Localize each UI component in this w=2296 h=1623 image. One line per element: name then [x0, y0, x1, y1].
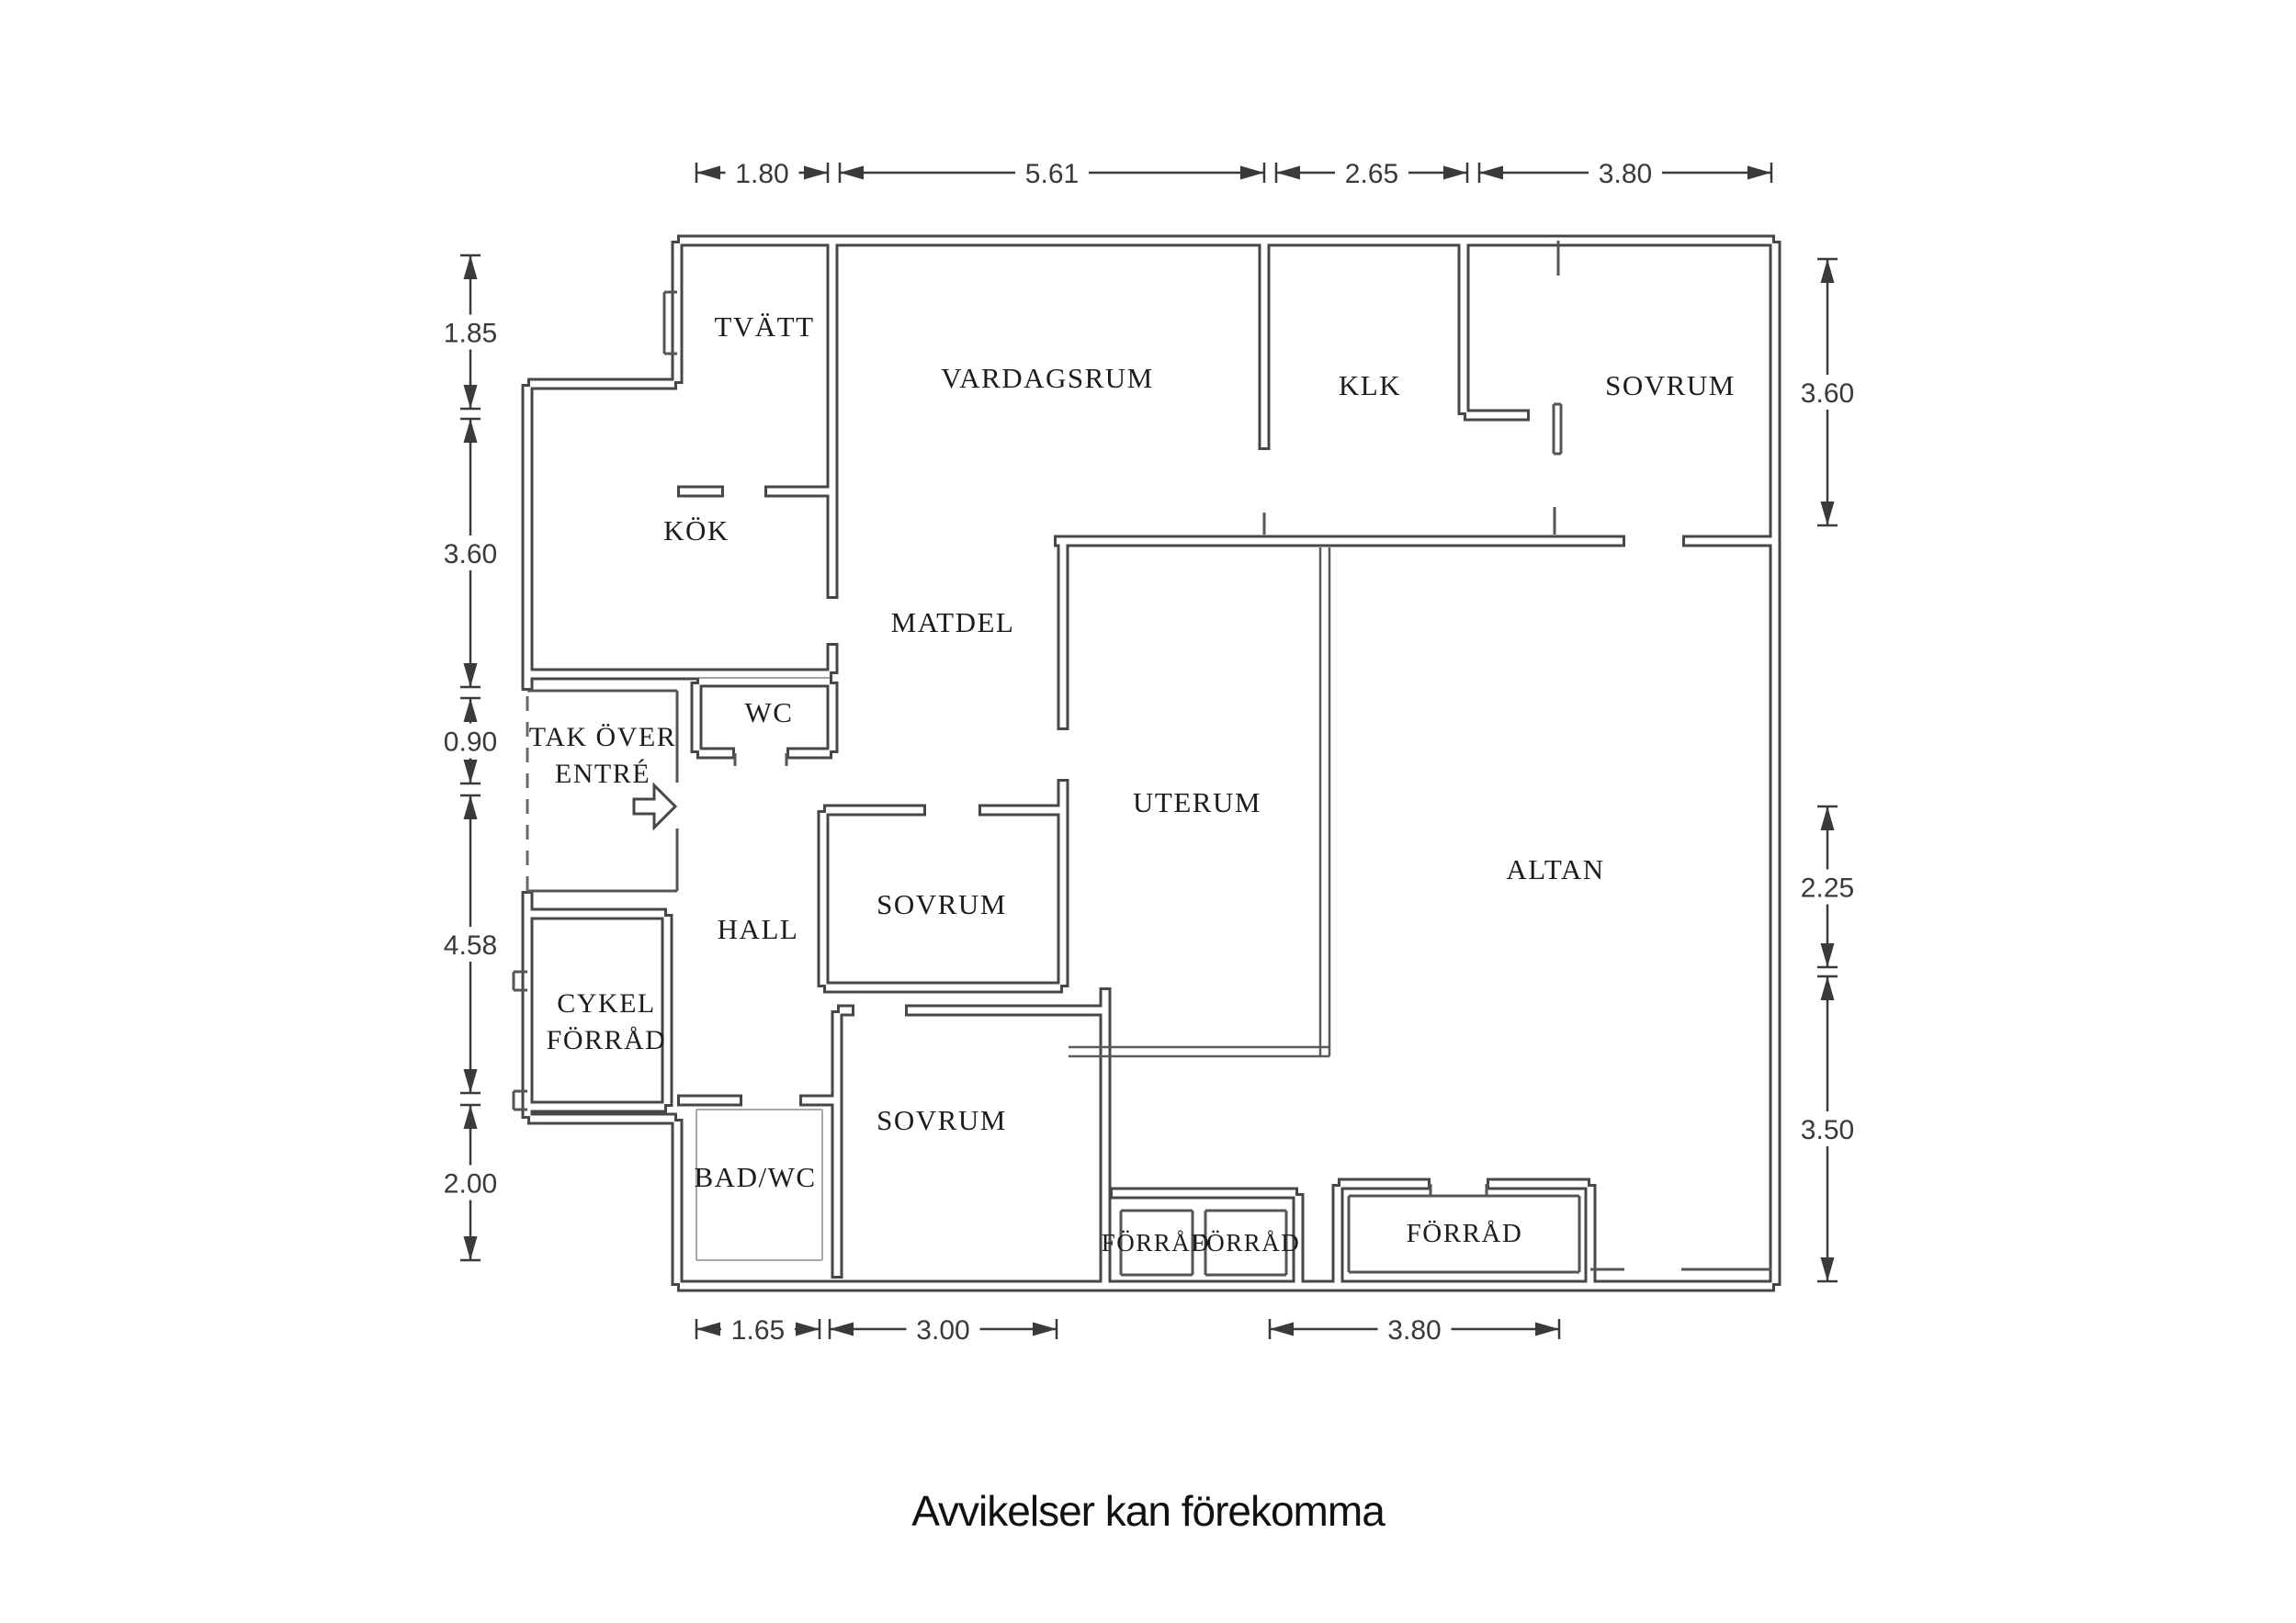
dimension-label: 5.61	[1025, 159, 1079, 189]
room-label-text: CYKEL	[557, 988, 656, 1019]
room-label-forrad-1: FÖRRÅD	[1102, 1229, 1211, 1257]
dimension: 1.85	[434, 254, 507, 411]
room-label-altan: ALTAN	[1506, 853, 1604, 885]
dimension: 3.80	[1268, 1312, 1561, 1347]
room-label-text: VARDAGSRUM	[941, 362, 1154, 394]
room-label-text: KÖK	[663, 514, 730, 547]
dimension: 0.90	[434, 696, 507, 785]
room-label-text: SOVRUM	[1605, 369, 1736, 401]
room-label-sovrum-mid: SOVRUM	[877, 888, 1007, 920]
dimension-label: 2.25	[1801, 873, 1854, 904]
dimension: 3.00	[828, 1312, 1058, 1347]
room-label-sovrum-s: SOVRUM	[877, 1104, 1007, 1136]
dimension-label: 1.80	[735, 159, 788, 189]
dimension-label: 3.50	[1801, 1115, 1854, 1145]
dimension-label: 3.60	[1801, 378, 1854, 409]
room-label-text: HALL	[718, 913, 799, 945]
dimension: 3.60	[1791, 257, 1864, 527]
room-label-text: SOVRUM	[877, 888, 1007, 920]
room-label-klk: KLK	[1339, 369, 1401, 401]
dimension-label: 2.00	[444, 1169, 497, 1200]
dimension-label: 4.58	[444, 930, 497, 961]
room-label-text: FÖRRÅD	[1407, 1219, 1523, 1248]
dimension-label: 3.80	[1387, 1315, 1441, 1346]
dimension: 5.61	[838, 155, 1266, 190]
dimension-label: 1.85	[444, 319, 497, 349]
room-label-text: BAD/WC	[695, 1161, 817, 1193]
dimension-label: 3.60	[444, 539, 497, 569]
dimension: 3.50	[1791, 975, 1864, 1283]
dimension-label: 0.90	[444, 727, 497, 758]
room-label-uterum: UTERUM	[1133, 786, 1261, 818]
room-label-forrad-3: FÖRRÅD	[1407, 1219, 1523, 1248]
dimension: 4.58	[434, 794, 507, 1095]
room-label-text: TAK ÖVER	[529, 722, 676, 752]
room-label-cykel-forrad: CYKEL FÖRRÅD	[547, 988, 667, 1055]
room-label-tak-over-entre: TAK ÖVER ENTRÉ	[529, 722, 676, 789]
entry-arrow-icon	[632, 782, 678, 831]
dimension-label: 3.80	[1599, 159, 1652, 189]
room-label-sovrum-ne: SOVRUM	[1605, 369, 1736, 401]
dimension-label: 2.65	[1345, 159, 1398, 189]
room-label-text: TVÄTT	[714, 310, 814, 343]
room-label-text: ENTRÉ	[555, 759, 650, 789]
dimension: 2.65	[1274, 155, 1469, 190]
room-label-text: KLK	[1339, 369, 1401, 401]
room-label-text: SOVRUM	[877, 1104, 1007, 1136]
room-label-vardagsrum: VARDAGSRUM	[941, 362, 1154, 394]
dimension: 2.25	[1791, 805, 1864, 969]
room-label-text: FÖRRÅD	[1192, 1229, 1301, 1257]
dimension: 3.80	[1477, 155, 1773, 190]
room-label-matdel: MATDEL	[891, 606, 1015, 638]
room-label-text: UTERUM	[1133, 786, 1261, 818]
room-label-text: ALTAN	[1506, 853, 1604, 885]
room-label-text: MATDEL	[891, 606, 1015, 638]
room-label-forrad-2: FÖRRÅD	[1192, 1229, 1301, 1257]
room-label-kok: KÖK	[663, 514, 730, 547]
room-label-bad-wc: BAD/WC	[695, 1161, 817, 1193]
dimension: 2.00	[434, 1103, 507, 1262]
room-label-text: FÖRRÅD	[547, 1025, 667, 1055]
dimension-label: 1.65	[731, 1315, 785, 1346]
dimension-label: 3.00	[916, 1315, 969, 1346]
room-label-wc: WC	[745, 696, 794, 728]
dimension: 1.65	[695, 1312, 821, 1347]
dimension: 1.80	[695, 155, 830, 190]
room-label-hall: HALL	[718, 913, 799, 945]
disclaimer-text: Avvikelser kan förekomma	[911, 1487, 1386, 1535]
room-label-text: WC	[745, 696, 794, 728]
room-label-text: FÖRRÅD	[1102, 1229, 1211, 1257]
room-label-tvatt: TVÄTT	[714, 310, 814, 343]
dimension: 3.60	[434, 417, 507, 689]
